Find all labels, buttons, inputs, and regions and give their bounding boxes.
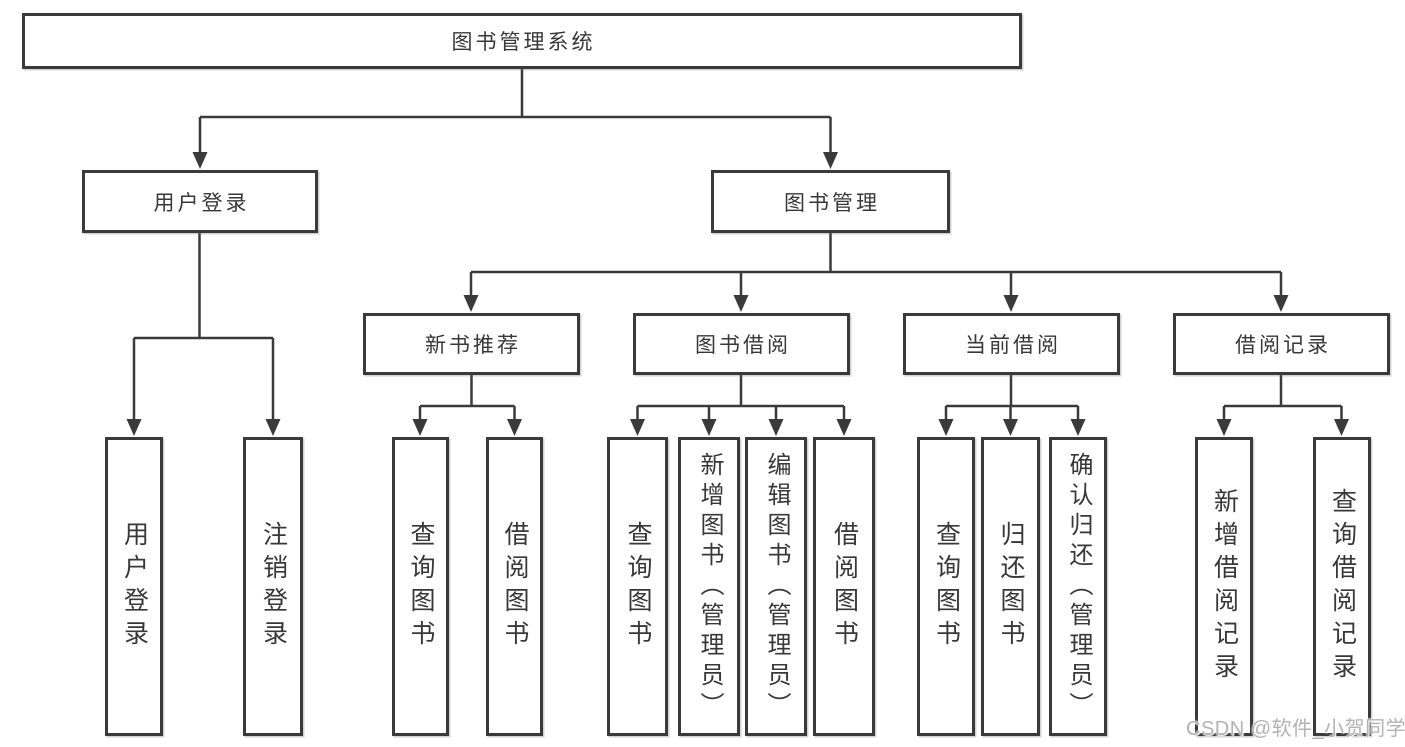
node-label: 注销登录 bbox=[259, 520, 288, 653]
node-label: 当前借阅 bbox=[965, 334, 1061, 357]
node-label: 借阅记录 bbox=[1235, 334, 1331, 357]
branch-new-book bbox=[420, 375, 515, 408]
node-book-management: 图书管理 bbox=[711, 170, 950, 233]
arrowheads bbox=[126, 152, 1349, 436]
leaf-records-query-record: 查询借阅记录 bbox=[1313, 437, 1371, 736]
leaf-current-confirm-return-admin: 确认归还（管理员） bbox=[1049, 437, 1107, 736]
node-current-borrowing: 当前借阅 bbox=[903, 313, 1120, 375]
arrowhead bbox=[192, 152, 208, 169]
leaf-borrowing-add-book-admin: 新增图书（管理员） bbox=[678, 437, 740, 736]
branch-lines bbox=[132, 68, 1343, 423]
branch-user-login bbox=[134, 233, 273, 340]
arrowhead bbox=[126, 419, 142, 436]
arrowhead bbox=[823, 152, 838, 169]
node-borrowing-records: 借阅记录 bbox=[1173, 313, 1390, 375]
arrowhead bbox=[1216, 419, 1232, 436]
leaf-current-return-books: 归还图书 bbox=[981, 437, 1040, 736]
node-book-borrowing: 图书借阅 bbox=[633, 313, 850, 375]
node-label: 编辑图书（管理员） bbox=[763, 451, 790, 722]
leaf-current-query-books: 查询图书 bbox=[917, 437, 975, 736]
node-new-book-recommendation: 新书推荐 bbox=[363, 313, 580, 375]
arrowhead bbox=[630, 419, 645, 436]
leaf-borrowing-edit-book-admin: 编辑图书（管理员） bbox=[745, 437, 807, 736]
branch-current-borrow bbox=[946, 375, 1078, 408]
node-label: 用户登录 bbox=[120, 520, 149, 653]
node-label: 用户登录 bbox=[153, 191, 250, 215]
node-label: 图书借阅 bbox=[695, 334, 791, 357]
arrowhead bbox=[1334, 419, 1349, 436]
leaf-newbook-borrow-books: 借阅图书 bbox=[486, 437, 543, 736]
leaf-logout: 注销登录 bbox=[243, 437, 303, 736]
node-label: 查询图书 bbox=[407, 520, 435, 653]
node-label: 图书管理系统 bbox=[451, 31, 596, 54]
csdn-watermark: CSDN @软件_小贺同学 bbox=[1186, 718, 1405, 740]
leaf-borrowing-query-books: 查询图书 bbox=[607, 437, 668, 736]
arrowhead bbox=[701, 419, 717, 436]
arrowhead bbox=[463, 295, 479, 312]
arrowhead bbox=[1003, 295, 1019, 312]
node-user-login: 用户登录 bbox=[82, 170, 318, 233]
arrowhead bbox=[1003, 419, 1018, 436]
arrowhead bbox=[836, 419, 852, 436]
arrow-stems bbox=[132, 117, 1343, 423]
node-label: 新增借阅记录 bbox=[1210, 487, 1239, 686]
branch-root bbox=[200, 68, 831, 119]
node-label: 图书管理 bbox=[784, 191, 880, 215]
arrowhead bbox=[733, 295, 749, 312]
node-label: 查询借阅记录 bbox=[1328, 487, 1357, 686]
node-label: 归还图书 bbox=[997, 520, 1025, 653]
node-label: 确认归还（管理员） bbox=[1065, 451, 1092, 722]
branch-book-borrow bbox=[637, 375, 844, 408]
node-label: 借阅图书 bbox=[501, 520, 529, 653]
node-library-management-system: 图书管理系统 bbox=[22, 13, 1022, 69]
leaf-records-add-record: 新增借阅记录 bbox=[1195, 437, 1253, 736]
branch-borrow-records bbox=[1224, 375, 1342, 408]
node-label: 新书推荐 bbox=[425, 334, 521, 357]
arrowhead bbox=[1273, 295, 1289, 312]
arrowhead bbox=[1070, 419, 1086, 436]
arrowhead bbox=[768, 419, 784, 436]
arrowhead bbox=[412, 419, 428, 436]
arrowhead bbox=[265, 419, 281, 436]
arrowhead bbox=[938, 419, 954, 436]
arrowhead bbox=[507, 419, 522, 436]
leaf-newbook-query-books: 查询图书 bbox=[392, 437, 449, 736]
leaf-user-login: 用户登录 bbox=[105, 437, 163, 736]
branch-book-management bbox=[471, 233, 1281, 274]
node-label: 查询图书 bbox=[624, 520, 652, 653]
leaf-borrowing-borrow-books: 借阅图书 bbox=[813, 437, 875, 736]
node-label: 查询图书 bbox=[932, 520, 961, 653]
node-label: 借阅图书 bbox=[830, 520, 859, 653]
node-label: 新增图书（管理员） bbox=[696, 451, 723, 722]
